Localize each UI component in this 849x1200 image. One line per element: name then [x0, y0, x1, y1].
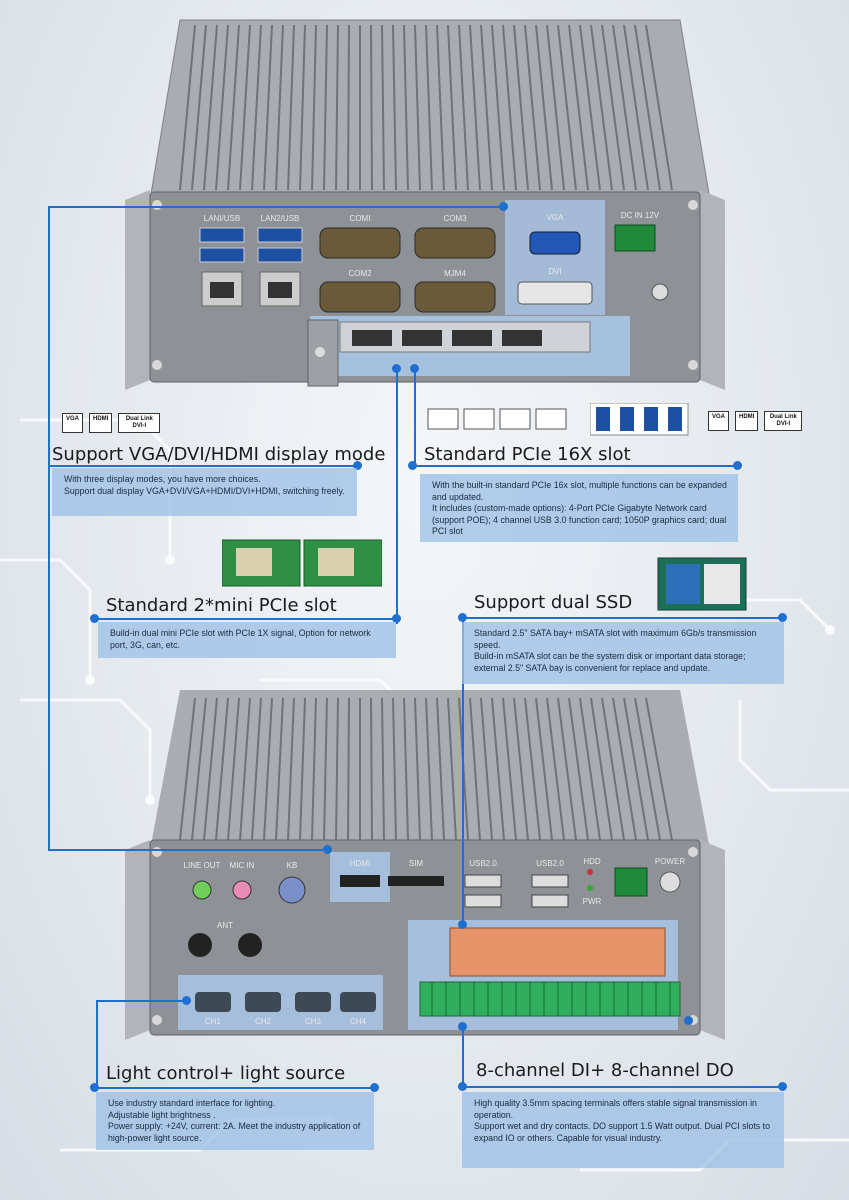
section-dot — [90, 614, 99, 623]
hdmi-logo: HDMI — [735, 411, 759, 431]
port-label: USB2.0 — [469, 859, 497, 868]
connector-line — [48, 206, 503, 208]
section-rule — [462, 1086, 784, 1088]
channel-label: CH4 — [350, 1017, 367, 1026]
ssd-description: Standard 2.5" SATA bay+ mSATA slot with … — [462, 622, 784, 684]
section-rule — [412, 465, 738, 467]
section-title-ssd: Support dual SSD — [474, 592, 633, 613]
port-label: PWR — [583, 897, 602, 906]
display-logos-right: VGA HDMI Dual Link DVI-I — [708, 411, 803, 431]
section-dot — [370, 1083, 379, 1092]
section-rule — [462, 617, 784, 619]
mini-pcie-card-icon — [222, 539, 382, 587]
port-label: LINE OUT — [184, 861, 221, 870]
dvi-logo: Dual Link DVI-I — [764, 411, 803, 431]
section-dot — [408, 461, 417, 470]
port-label: KB — [287, 861, 298, 870]
description-line: Build-in mSATA slot can be the system di… — [474, 651, 746, 673]
port-label: COM2 — [348, 269, 372, 278]
description-line: With the built-in standard PCIe 16x slot… — [432, 480, 727, 502]
section-dot — [458, 613, 467, 622]
description-line: It includes (custom-made options): 4-Por… — [432, 503, 727, 537]
connector-dot — [499, 202, 508, 211]
msata-ssd-icon — [657, 557, 747, 611]
port-label: MIC IN — [230, 861, 255, 870]
port-label: HDMI — [350, 859, 370, 868]
description-line: Support wet and dry contacts. DO support… — [474, 1121, 770, 1143]
section-dot — [733, 461, 742, 470]
channel-label: CH1 — [205, 1017, 222, 1026]
connector-line — [414, 368, 416, 468]
channel-label: CH3 — [305, 1017, 322, 1026]
section-rule — [94, 1087, 376, 1089]
description-line: Adjustable light brightness . — [108, 1109, 216, 1120]
port-label: HDD — [583, 857, 601, 866]
port-label: USB2.0 — [536, 859, 564, 868]
dio-description: High quality 3.5mm spacing terminals off… — [462, 1092, 784, 1168]
section-title-light: Light control+ light source — [106, 1063, 346, 1084]
description-line: Standard 2.5" SATA bay+ mSATA slot with … — [474, 628, 757, 650]
port-label: LAN2/USB — [261, 214, 300, 223]
network-card-icon — [427, 408, 567, 430]
description-line: Use industry standard interface for ligh… — [108, 1098, 276, 1108]
connector-line — [462, 1026, 464, 1086]
vga-logo: VGA — [62, 413, 84, 433]
port-label: DC IN 12V — [621, 211, 660, 220]
section-dot — [778, 1082, 787, 1091]
display-logos-left: VGA HDMI Dual Link DVI-I — [62, 413, 161, 433]
vga-logo: VGA — [708, 411, 730, 431]
connector-line — [396, 368, 398, 624]
connector-line — [96, 1000, 98, 1090]
connector-line — [48, 206, 50, 850]
section-rule — [48, 465, 360, 467]
section-title-dio: 8-channel DI+ 8-channel DO — [476, 1060, 734, 1081]
description-line: Support dual display VGA+DVI/VGA+HDMI/DV… — [64, 485, 345, 496]
section-dot — [392, 614, 401, 623]
top-device-image: LANI/USB LAN2/USB COMI COM3 COM2 MJM4 VG… — [125, 19, 725, 390]
connector-dot — [323, 845, 332, 854]
light-description: Use industry standard interface for ligh… — [96, 1092, 374, 1150]
section-dot — [778, 613, 787, 622]
port-label: COM3 — [443, 214, 467, 223]
connector-dot — [458, 1022, 467, 1031]
bottom-device-image: LINE OUT MIC IN KB HDMI SIM USB2.0 USB2.… — [125, 690, 725, 1040]
connector-dot — [458, 920, 467, 929]
connector-dot — [410, 364, 419, 373]
port-label: POWER — [655, 857, 685, 866]
port-label: MJM4 — [444, 269, 466, 278]
connector-line — [96, 1000, 186, 1002]
description-line: High quality 3.5mm spacing terminals off… — [474, 1098, 757, 1120]
port-label: COMI — [350, 214, 371, 223]
hdmi-logo: HDMI — [89, 413, 113, 433]
dvi-logo: Dual Link DVI-I — [118, 413, 161, 433]
section-rule — [94, 618, 399, 620]
description-line: Power supply: +24V, current: 2A. Meet th… — [108, 1121, 361, 1143]
pcie16-description: With the built-in standard PCIe 16x slot… — [420, 474, 738, 542]
section-dot — [458, 1082, 467, 1091]
port-label: VGA — [547, 213, 565, 222]
port-label: SIM — [409, 859, 424, 868]
minipcie-description: Build-in dual mini PCIe slot with PCIe 1… — [98, 622, 396, 658]
port-label: ANT — [217, 921, 233, 930]
display-description: With three display modes, you have more … — [52, 468, 357, 516]
description-line: Build-in dual mini PCIe slot with PCIe 1… — [110, 628, 371, 650]
connector-dot — [392, 364, 401, 373]
description-line: With three display modes, you have more … — [64, 474, 261, 484]
port-label: LANI/USB — [204, 214, 240, 223]
connector-dot — [684, 1016, 693, 1025]
section-title-display: Support VGA/DVI/HDMI display mode — [52, 444, 386, 465]
connector-line — [48, 849, 328, 851]
channel-label: CH2 — [255, 1017, 272, 1026]
section-title-minipcie: Standard 2*mini PCIe slot — [106, 595, 337, 616]
connector-line — [462, 614, 464, 924]
section-dot — [90, 1083, 99, 1092]
section-title-pcie16: Standard PCIe 16X slot — [424, 444, 631, 465]
connector-dot — [182, 996, 191, 1005]
usb-card-icon — [590, 403, 689, 436]
section-dot — [353, 461, 362, 470]
port-label: DVI — [548, 267, 561, 276]
